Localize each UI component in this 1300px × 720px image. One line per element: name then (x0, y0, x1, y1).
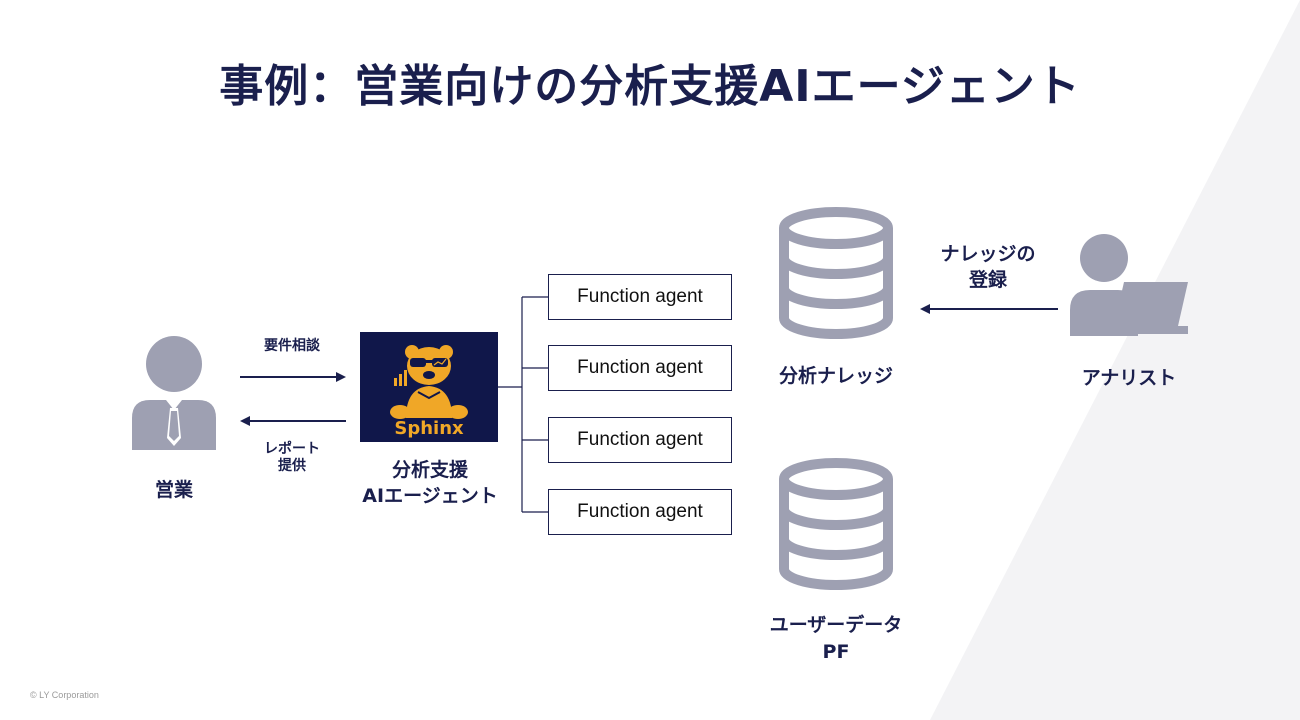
analyst-laptop-icon (1070, 234, 1188, 336)
request-label: 要件相談 (264, 338, 320, 354)
agent-label-line2: AIエージェント (362, 485, 498, 507)
sphinx-logo-text: Sphinx (394, 418, 464, 439)
userdata-db-label-line2: PF (822, 641, 850, 663)
sphinx-logo: Sphinx (360, 332, 498, 442)
agent-tree-connector (498, 296, 548, 513)
report-label-line2: 提供 (278, 458, 306, 474)
userdata-db-label-line1: ユーザーデータ (769, 614, 903, 636)
knowledge-registration-line2: 登録 (968, 269, 1007, 291)
report-label-line1: レポート (264, 441, 320, 457)
userdata-database-icon (779, 458, 893, 590)
function-agent-box: Function agent (548, 417, 732, 463)
function-agent-box: Function agent (548, 489, 732, 535)
knowledge-registration-line1: ナレッジの (940, 243, 1036, 265)
function-agent-box: Function agent (548, 345, 732, 391)
function-agent-box: Function agent (548, 274, 732, 320)
copyright: © LY Corporation (30, 690, 99, 700)
agent-label-line1: 分析支援 (391, 459, 468, 481)
knowledge-db-label: 分析ナレッジ (778, 365, 893, 387)
slide-title: 事例：営業向けの分析支援AIエージェント (219, 61, 1081, 112)
knowledge-database-icon (779, 207, 893, 339)
sphinx-mascot-icon (390, 345, 468, 419)
salesperson-icon (132, 336, 216, 450)
sales-label: 営業 (154, 479, 193, 501)
analyst-label: アナリスト (1081, 367, 1177, 389)
